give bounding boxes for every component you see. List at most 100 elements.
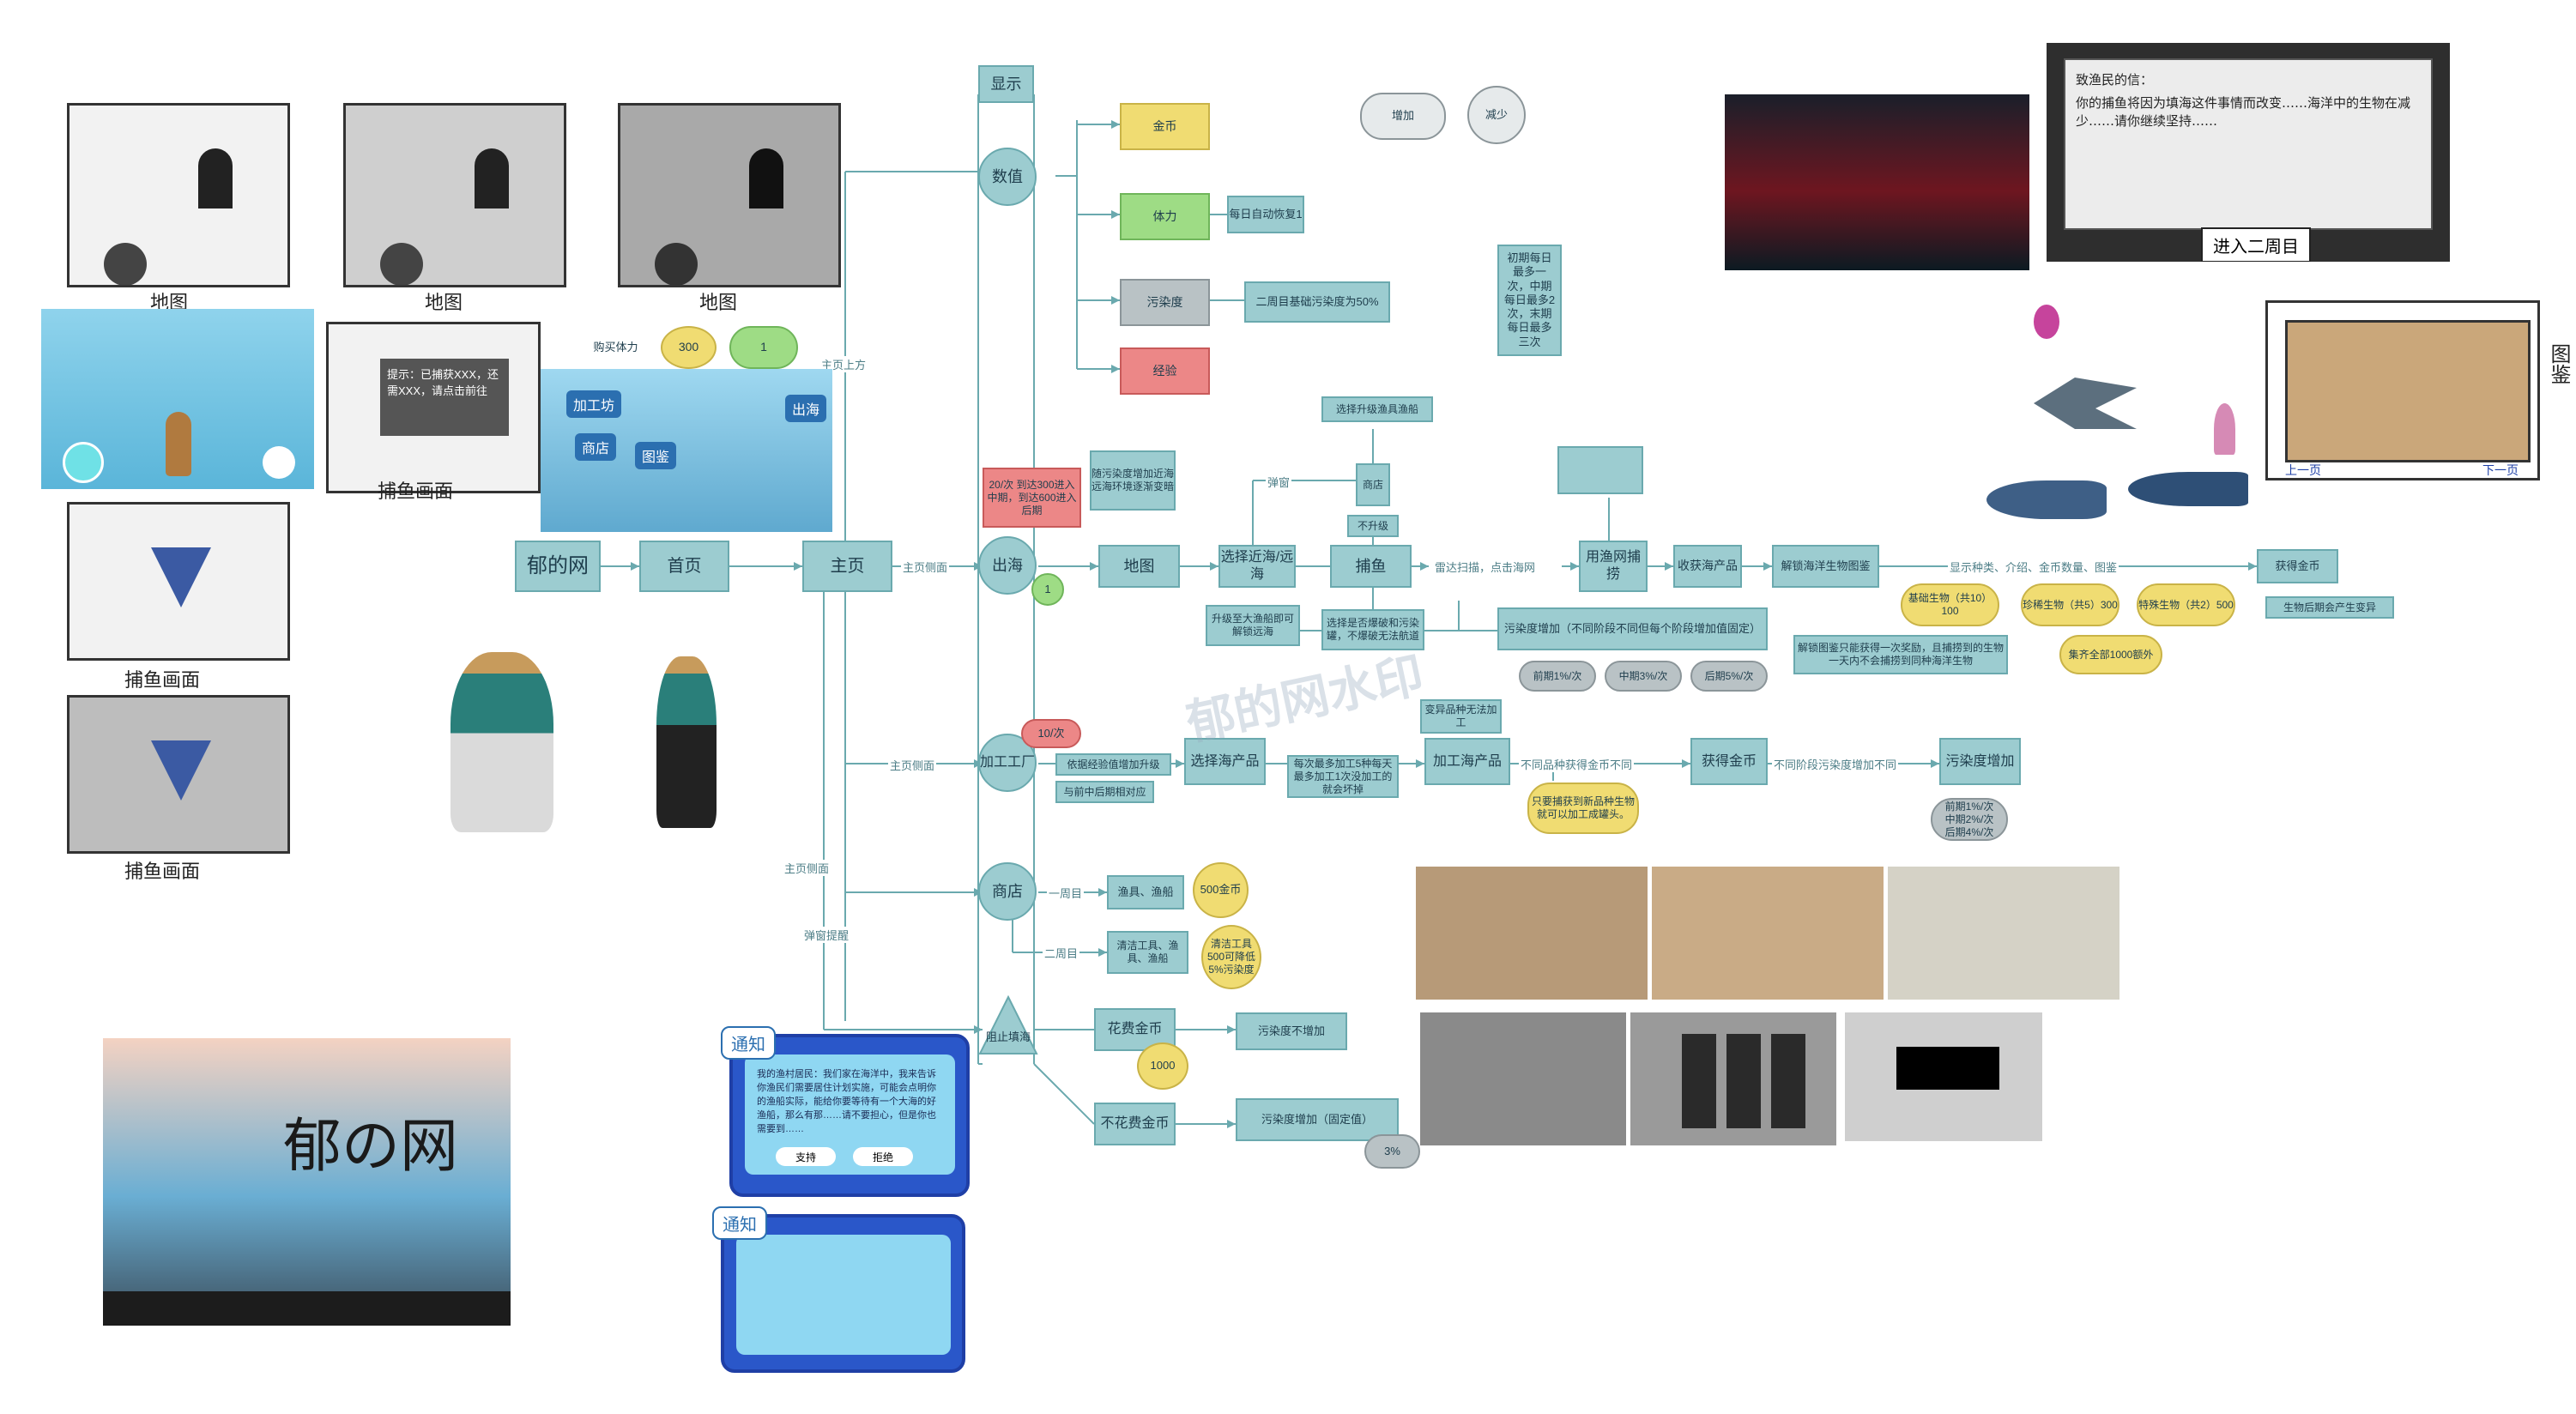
factory-screen-3 — [1888, 867, 2119, 1000]
letter-body: 你的捕鱼将因为填海这件事情而改变……海洋中的生物在减少……请你继续坚持…… — [2076, 95, 2411, 129]
edge-main-side2: 主页侧面 — [888, 757, 937, 773]
map-sketch-2 — [343, 103, 566, 287]
title-art-text: 郁の网 — [283, 1113, 459, 1181]
codex-note: 解锁图鉴只能获得一次奖励，且捕捞到的生物一天内不会捕捞到同种海洋生物 — [1793, 635, 2008, 674]
main-node: 主页 — [802, 541, 892, 592]
atlas-book-sketch: 上一页 下一页 — [2265, 300, 2540, 480]
get-coins2-node: 获得金币 — [1690, 738, 1768, 785]
pol-late: 后期4%/次 — [1944, 825, 1994, 838]
octopus-icon — [2034, 305, 2059, 339]
edge-week2: 二周目 — [1043, 945, 1080, 961]
edge-show-species: 显示种类、介绍、金币数量、图鉴 — [1948, 559, 2119, 575]
pol-early: 前期1%/次 — [1944, 800, 1994, 813]
letter-title: 致渔民的信： — [2076, 72, 2154, 88]
edge-main-top: 主页上方 — [819, 356, 868, 372]
upper-empty-box — [1557, 446, 1643, 494]
get-coins-node: 获得金币 — [2257, 549, 2338, 583]
map-pond-2 — [380, 243, 423, 285]
fishing-caption-1: 捕鱼画面 — [378, 481, 454, 503]
notice-title-1: 通知 — [721, 1026, 776, 1060]
daily-limit-note: 初期每日最多一次，中期每日最多2次，末期每日最多三次 — [1497, 245, 1562, 356]
map-caption-3: 地图 — [699, 293, 738, 314]
edge-popup2: 弹窗 — [1266, 474, 1292, 490]
mutant-note: 变异品种无法加工 — [1420, 699, 1502, 734]
pollution-node: 污染度 — [1120, 279, 1210, 326]
pollution-add-node: 污染度增加（不同阶段不同但每个阶段增加值固定） — [1497, 607, 1768, 650]
hint-box: 提示：已捕获XXX，还需XXX，请点击前往 — [380, 359, 509, 436]
stage-mid-3: 中期3%/次 — [1605, 661, 1682, 692]
sea-creatures-sheet — [1914, 300, 2265, 549]
sea-env-note: 随污染度增加近海远海环境逐渐变暗 — [1090, 450, 1176, 511]
upgrade-boat-note: 升级至大渔船即可解锁远海 — [1206, 605, 1300, 646]
edge-diff-stage: 不同阶段污染度增加不同 — [1772, 756, 1899, 772]
character-art-1 — [450, 652, 553, 832]
atlas-tag: 图鉴 — [635, 442, 677, 469]
title-artwork: 郁の网 — [103, 1038, 511, 1326]
fishing-note: 选择是否爆破和污染罐，不爆破无法航道 — [1321, 609, 1424, 650]
shop-mini-node: 商店 — [1356, 463, 1390, 506]
harbor-illustration: 加工坊 出海 商店 图鉴 — [541, 369, 832, 532]
stamina-node: 体力 — [1120, 193, 1210, 240]
triangle-shape — [978, 995, 1038, 1054]
map-node: 地图 — [1098, 545, 1180, 588]
rarity-basic: 基础生物（共10）100 — [1901, 583, 1999, 626]
net-button — [263, 446, 295, 479]
notice-title-2: 通知 — [712, 1206, 767, 1240]
atlas-caption: 图鉴 — [2547, 343, 2571, 384]
values-node: 数值 — [978, 148, 1037, 206]
enter-round2-button[interactable]: 进入二周目 — [2201, 227, 2311, 262]
title-toolbar — [103, 1291, 511, 1326]
pollution-note: 二周目基础污染度为50% — [1244, 281, 1390, 323]
atlas-next-label[interactable]: 下一页 — [2482, 463, 2519, 477]
atlas-grid — [1682, 1034, 1811, 1128]
shop-tag: 商店 — [575, 433, 617, 461]
fishing-caption-3: 捕鱼画面 — [124, 861, 201, 883]
stop-pollution-node: 阻止填海 — [978, 995, 1038, 1055]
process-limit-note: 每次最多加工5种每天最多加工1次没加工的就会坏掉 — [1287, 755, 1399, 798]
no-upgrade-node: 不升级 — [1347, 515, 1399, 537]
fishing-caption-2: 捕鱼画面 — [124, 670, 201, 692]
character-art-2 — [656, 656, 717, 828]
atlas-prev-label[interactable]: 上一页 — [2285, 463, 2321, 477]
notice-reject-button[interactable]: 拒绝 — [853, 1147, 913, 1166]
notice-dialog-2 — [721, 1214, 965, 1373]
choose-product-node: 选择海产品 — [1184, 738, 1266, 785]
edge-popup: 弹窗提醒 — [802, 927, 851, 943]
rarity-rare: 珍稀生物（共5）300 — [2021, 583, 2119, 626]
shop-node: 商店 — [978, 862, 1037, 921]
sea-badge: 1 — [1031, 573, 1064, 606]
stage-early-1: 前期1%/次 — [1519, 661, 1596, 692]
manta-ray-icon — [2034, 378, 2137, 429]
red-city-illustration — [1725, 94, 2029, 270]
pollution-stage-pills: 前期1%/次 中期2%/次 后期4%/次 — [1931, 798, 2008, 841]
edge-main-side3: 主页侧面 — [783, 860, 831, 876]
net-catch-node: 用渔网捕捞 — [1579, 541, 1648, 592]
edge-week1: 一周目 — [1047, 885, 1085, 901]
notice-accept-button[interactable]: 支持 — [776, 1147, 836, 1166]
edge-radar: 雷达扫描，点击海网 — [1433, 559, 1538, 575]
stage-late-5: 后期5%/次 — [1690, 661, 1768, 692]
coins-node: 金币 — [1120, 103, 1210, 150]
fresh-species-note: 只要捕获到新品种生物就可以加工成罐头。 — [1527, 783, 1639, 834]
stamina-note: 每日自动恢复1 — [1227, 196, 1304, 233]
fishing-node: 捕鱼 — [1330, 545, 1412, 588]
no-increase-node: 污染度不增加 — [1236, 1012, 1347, 1050]
collect-node: 收获海产品 — [1673, 545, 1742, 588]
factory-tag: 加工坊 — [566, 390, 622, 418]
jellyfish-icon — [2214, 403, 2235, 455]
black-popup — [1896, 1047, 1999, 1090]
pollution-up-node: 污染度增加 — [1939, 738, 2021, 785]
factory-period-note: 与前中后期相对应 — [1055, 781, 1154, 803]
unlock-codex-node: 解锁海洋生物图鉴 — [1772, 545, 1879, 588]
collect-all-bonus: 集齐全部1000额外 — [2059, 635, 2162, 674]
notice-body-1: 我的渔村居民：我们家在海洋中，我来告诉你渔民们需要居住计划实施，可能会点明你的渔… — [745, 1054, 955, 1175]
fan-net-1 — [151, 547, 211, 607]
map-sketch-1 — [67, 103, 290, 287]
factory-cost: 10/次 — [1021, 719, 1081, 748]
sea-cost-note: 20/次 到达300进入中期，到达600进入后期 — [983, 468, 1081, 528]
pol-mid: 中期2%/次 — [1944, 813, 1994, 825]
buy-stamina-label: 购买体力 — [593, 340, 638, 354]
no-spend-node: 不花费金币 — [1094, 1103, 1176, 1145]
black-popup-screen — [1845, 1012, 2042, 1141]
